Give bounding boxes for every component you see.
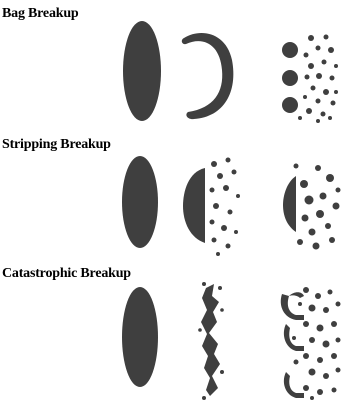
catastrophic-cap-bottom [284,372,304,398]
bag-fragments [282,35,338,124]
stripping-core-remnant [283,176,296,232]
bag-film [182,33,234,119]
stripping-droplet [122,156,158,248]
catastrophic-fragmented-sheet [201,284,220,396]
stripping-fragments-far [294,164,341,250]
catastrophic-droplet [122,287,158,387]
bag-droplet [123,21,161,121]
stripping-deformed-droplet [183,168,205,243]
catastrophic-spray [292,287,341,400]
stripping-fragments-near [210,158,241,257]
catastrophic-cap-top [281,292,304,320]
